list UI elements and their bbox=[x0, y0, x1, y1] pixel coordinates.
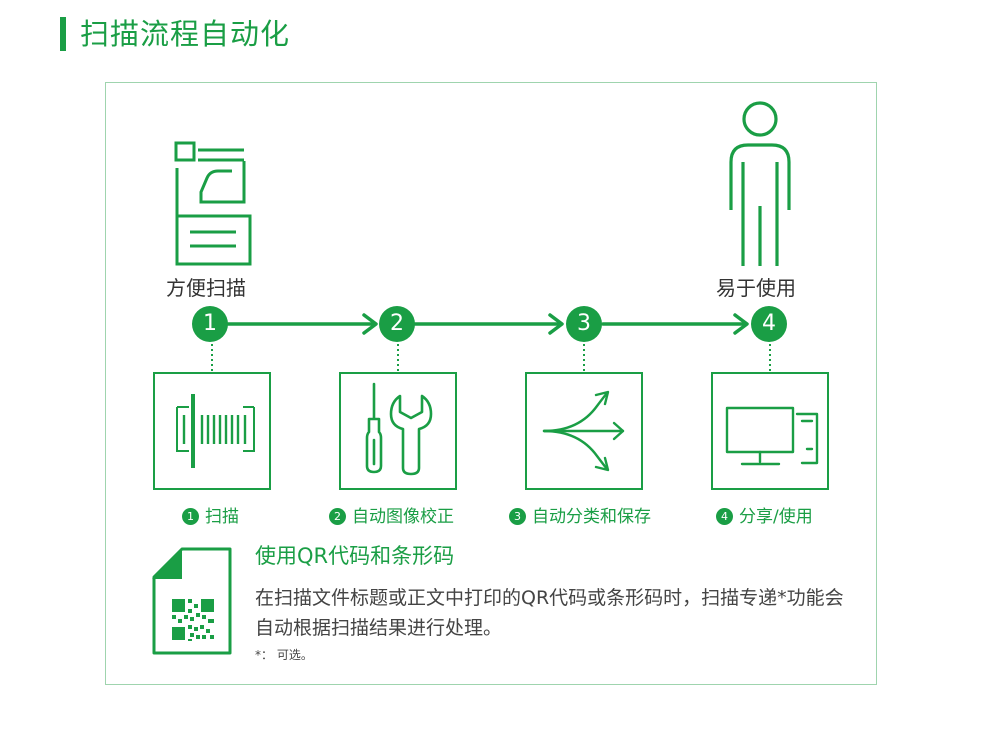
barcode-scan-icon bbox=[176, 394, 255, 468]
qr-section-description: 在扫描文件标题或正文中打印的QR代码或条形码时，扫描专递*功能会自动根据扫描结果… bbox=[255, 587, 844, 639]
step-number-4: 4 bbox=[751, 306, 787, 342]
step-caption-3: 3 自动分类和保存 bbox=[509, 505, 651, 529]
step-number-2: 2 bbox=[379, 306, 415, 342]
step-caption-label: 扫描 bbox=[205, 507, 239, 527]
qr-document-icon bbox=[152, 547, 232, 655]
step-box-scan bbox=[153, 372, 271, 490]
qr-section-note: *： 可选。 bbox=[255, 648, 313, 662]
step-caption-number: 4 bbox=[716, 508, 733, 525]
step-box-sort-save bbox=[525, 372, 643, 490]
label-easy-use: 易于使用 bbox=[716, 276, 796, 300]
split-arrows-icon bbox=[542, 390, 625, 472]
step-caption-4: 4 分享/使用 bbox=[716, 505, 813, 529]
title-accent-bar bbox=[60, 17, 66, 51]
step-box-image-correction bbox=[339, 372, 457, 490]
desktop-computer-icon bbox=[725, 406, 819, 466]
page-title: 扫描流程自动化 bbox=[80, 17, 291, 51]
screwdriver-wrench-icon bbox=[365, 382, 433, 476]
step-number-3: 3 bbox=[566, 306, 602, 342]
qr-section-title: 使用QR代码和条形码 bbox=[255, 544, 455, 568]
label-easy-scan: 方便扫描 bbox=[166, 276, 246, 300]
step-caption-1: 1 扫描 bbox=[182, 505, 239, 529]
step-caption-number: 2 bbox=[329, 508, 346, 525]
step-caption-label: 分享/使用 bbox=[739, 507, 813, 527]
person-icon bbox=[729, 101, 791, 266]
step-number-1: 1 bbox=[192, 306, 228, 342]
copier-icon bbox=[174, 141, 252, 266]
step-caption-number: 3 bbox=[509, 508, 526, 525]
step-caption-label: 自动图像校正 bbox=[352, 507, 454, 527]
step-caption-2: 2 自动图像校正 bbox=[329, 505, 454, 529]
workflow-panel bbox=[105, 82, 877, 685]
step-caption-number: 1 bbox=[182, 508, 199, 525]
step-box-share-use bbox=[711, 372, 829, 490]
step-caption-label: 自动分类和保存 bbox=[532, 507, 651, 527]
